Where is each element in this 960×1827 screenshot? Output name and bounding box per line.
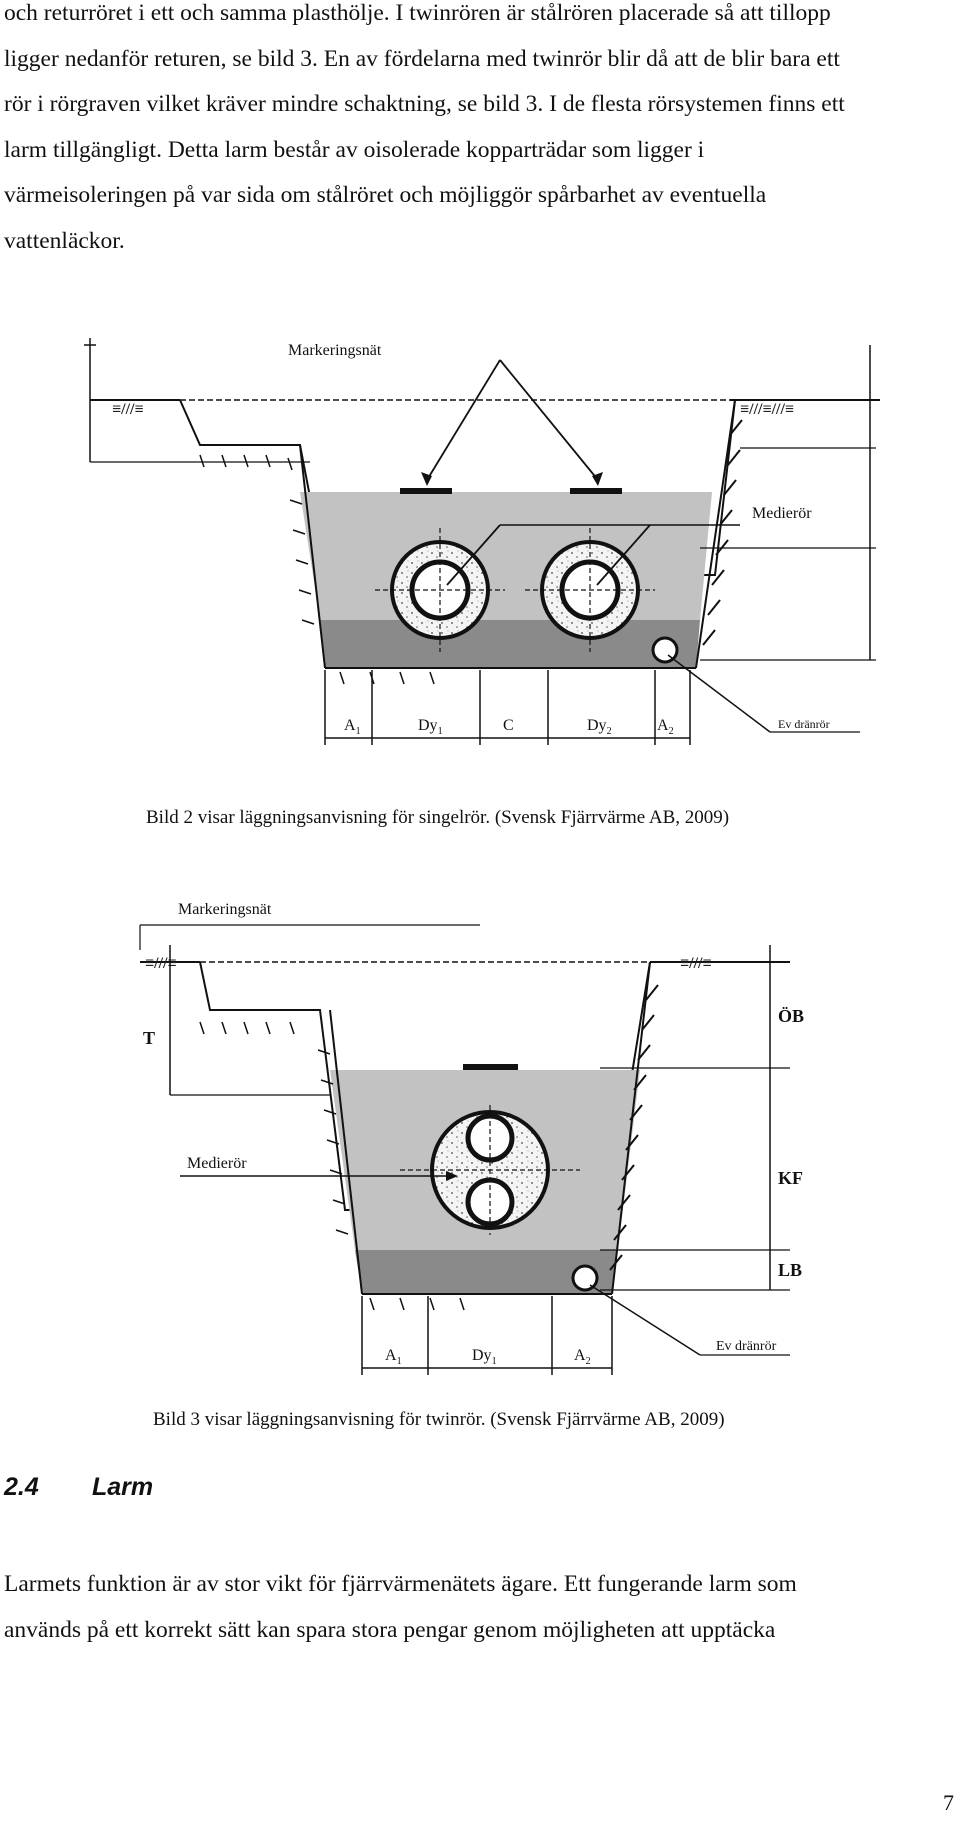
svg-text:Dy1: Dy1 [472, 1347, 497, 1367]
svg-text:A2: A2 [574, 1347, 591, 1367]
figure-twinror-diagram: Markeringsnät ≡///≡ ≡///≡ T ÖB KF LB [139, 901, 804, 1375]
label-markeringsnat: Markeringsnät [288, 342, 382, 359]
svg-text:Dy2: Dy2 [587, 717, 612, 737]
label-medieror-2: Medierör [187, 1155, 247, 1172]
dim-dy1-sub: 1 [438, 726, 443, 737]
svg-text:≡///≡: ≡///≡ [112, 401, 144, 418]
dim-a1: A [344, 717, 356, 734]
dim-dy2-sub: 2 [607, 726, 612, 737]
dim-a1-2-sub: 1 [397, 1356, 402, 1367]
paragraph-top: och returröret i ett och samma plasthölj… [4, 0, 956, 264]
label-ob: ÖB [778, 1006, 804, 1026]
label-kf: KF [778, 1168, 803, 1188]
text-line: ligger nedanför returen, se bild 3. En a… [4, 45, 840, 72]
label-lb: LB [778, 1260, 802, 1280]
text-line: värmeisoleringen på var sida om stålröre… [4, 182, 767, 208]
svg-text:Dy1: Dy1 [418, 717, 443, 737]
svg-text:≡///≡///≡: ≡///≡///≡ [740, 401, 794, 418]
section-heading: 2.4 Larm [4, 1473, 153, 1502]
dim-dy1-2: Dy [472, 1347, 492, 1364]
drain-pipe-2 [571, 1264, 599, 1292]
text-line: vattenläckor. [4, 227, 125, 254]
dim-dy2: Dy [587, 717, 607, 734]
text-line: rör i rörgraven vilket kräver mindre sch… [4, 91, 845, 117]
text-line: används på ett korrekt sätt kan spara st… [4, 1616, 776, 1643]
svg-text:A1: A1 [344, 717, 361, 737]
dim-dy1-2-sub: 1 [492, 1356, 497, 1367]
paragraph-bottom: Larmets funktion är av stor vikt för fjä… [4, 1562, 956, 1653]
drain-pipe [651, 636, 679, 664]
figure2-caption: Bild 3 visar läggningsanvisning för twin… [153, 1409, 725, 1430]
svg-text:A1: A1 [385, 1347, 402, 1367]
figure1-caption: Bild 2 visar läggningsanvisning för sing… [146, 807, 730, 828]
label-ev-dranror: Ev dränrör [778, 717, 830, 731]
dim-c: C [503, 717, 514, 734]
label-ev-dranror-2: Ev dränrör [716, 1339, 777, 1354]
dim-a2: A [657, 717, 669, 734]
text-line: larm tillgängligt. Detta larm består av … [4, 136, 705, 163]
svg-text:≡///≡: ≡///≡ [680, 955, 712, 972]
dim-a1-2: A [385, 1347, 397, 1364]
section-title: Larm [92, 1473, 154, 1501]
dim-a1-sub: 1 [356, 726, 361, 737]
twin-pipe [400, 1105, 580, 1235]
text-line: Larmets funktion är av stor vikt för fjä… [4, 1571, 797, 1597]
dim-dy1: Dy [418, 717, 438, 734]
page-number: 7 [943, 1790, 954, 1815]
dim-a2-2: A [574, 1347, 586, 1364]
svg-text:A2: A2 [657, 717, 674, 737]
dim-a2-2-sub: 2 [586, 1356, 591, 1367]
text-line: och returröret i ett och samma plasthölj… [4, 0, 831, 26]
label-t: T [143, 1028, 155, 1048]
label-markeringsnat-2: Markeringsnät [178, 901, 272, 918]
svg-text:≡///≡: ≡///≡ [145, 955, 177, 972]
section-number: 2.4 [4, 1473, 39, 1501]
figure-singelror-diagram: ≡///≡ ≡///≡///≡ Markeringsnät [84, 338, 880, 745]
label-medieror: Medierör [752, 505, 812, 522]
dim-a2-sub: 2 [669, 726, 674, 737]
